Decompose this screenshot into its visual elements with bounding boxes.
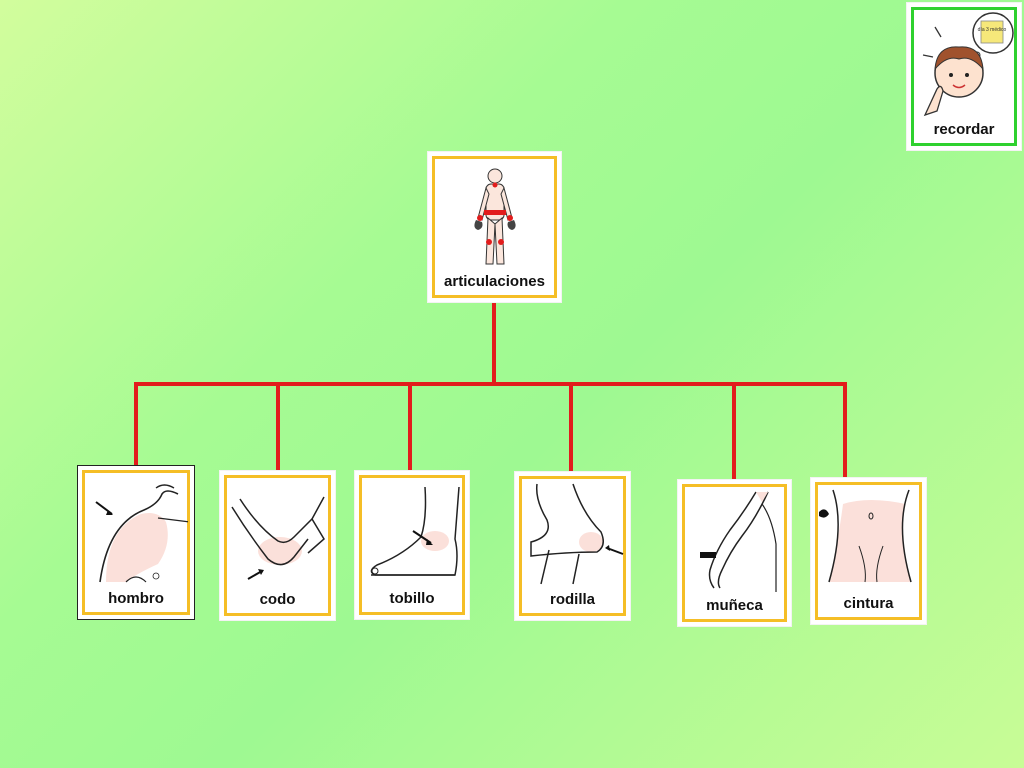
card-cintura[interactable]: cintura — [810, 477, 927, 625]
root-label: articulaciones — [444, 273, 545, 290]
card-rodilla[interactable]: rodilla — [514, 471, 631, 621]
label-cintura: cintura — [843, 595, 894, 612]
label-codo: codo — [259, 591, 296, 608]
knee-icon — [530, 483, 624, 585]
label-rodilla: rodilla — [549, 591, 595, 608]
label-muneca: muñeca — [706, 597, 763, 614]
body-joints-icon — [474, 168, 516, 265]
ankle-icon — [370, 486, 460, 576]
person-thinking-icon: día 3 médico — [922, 12, 1014, 117]
root-card[interactable]: articulaciones — [427, 151, 562, 303]
label-tobillo: tobillo — [389, 590, 435, 607]
card-codo[interactable]: codo — [219, 470, 336, 621]
reminder-label: recordar — [933, 121, 995, 138]
waist-icon — [819, 489, 912, 583]
elbow-icon — [231, 496, 325, 580]
shoulder-icon — [95, 484, 188, 583]
wrist-icon — [700, 491, 777, 592]
card-hombro[interactable]: hombro — [77, 465, 195, 620]
note-text: día 3 médico — [978, 27, 1007, 33]
card-muneca[interactable]: muñeca — [677, 479, 792, 627]
card-tobillo[interactable]: tobillo — [354, 470, 470, 620]
label-hombro: hombro — [108, 590, 164, 607]
reminder-card[interactable]: día 3 médico recordar — [906, 2, 1022, 151]
